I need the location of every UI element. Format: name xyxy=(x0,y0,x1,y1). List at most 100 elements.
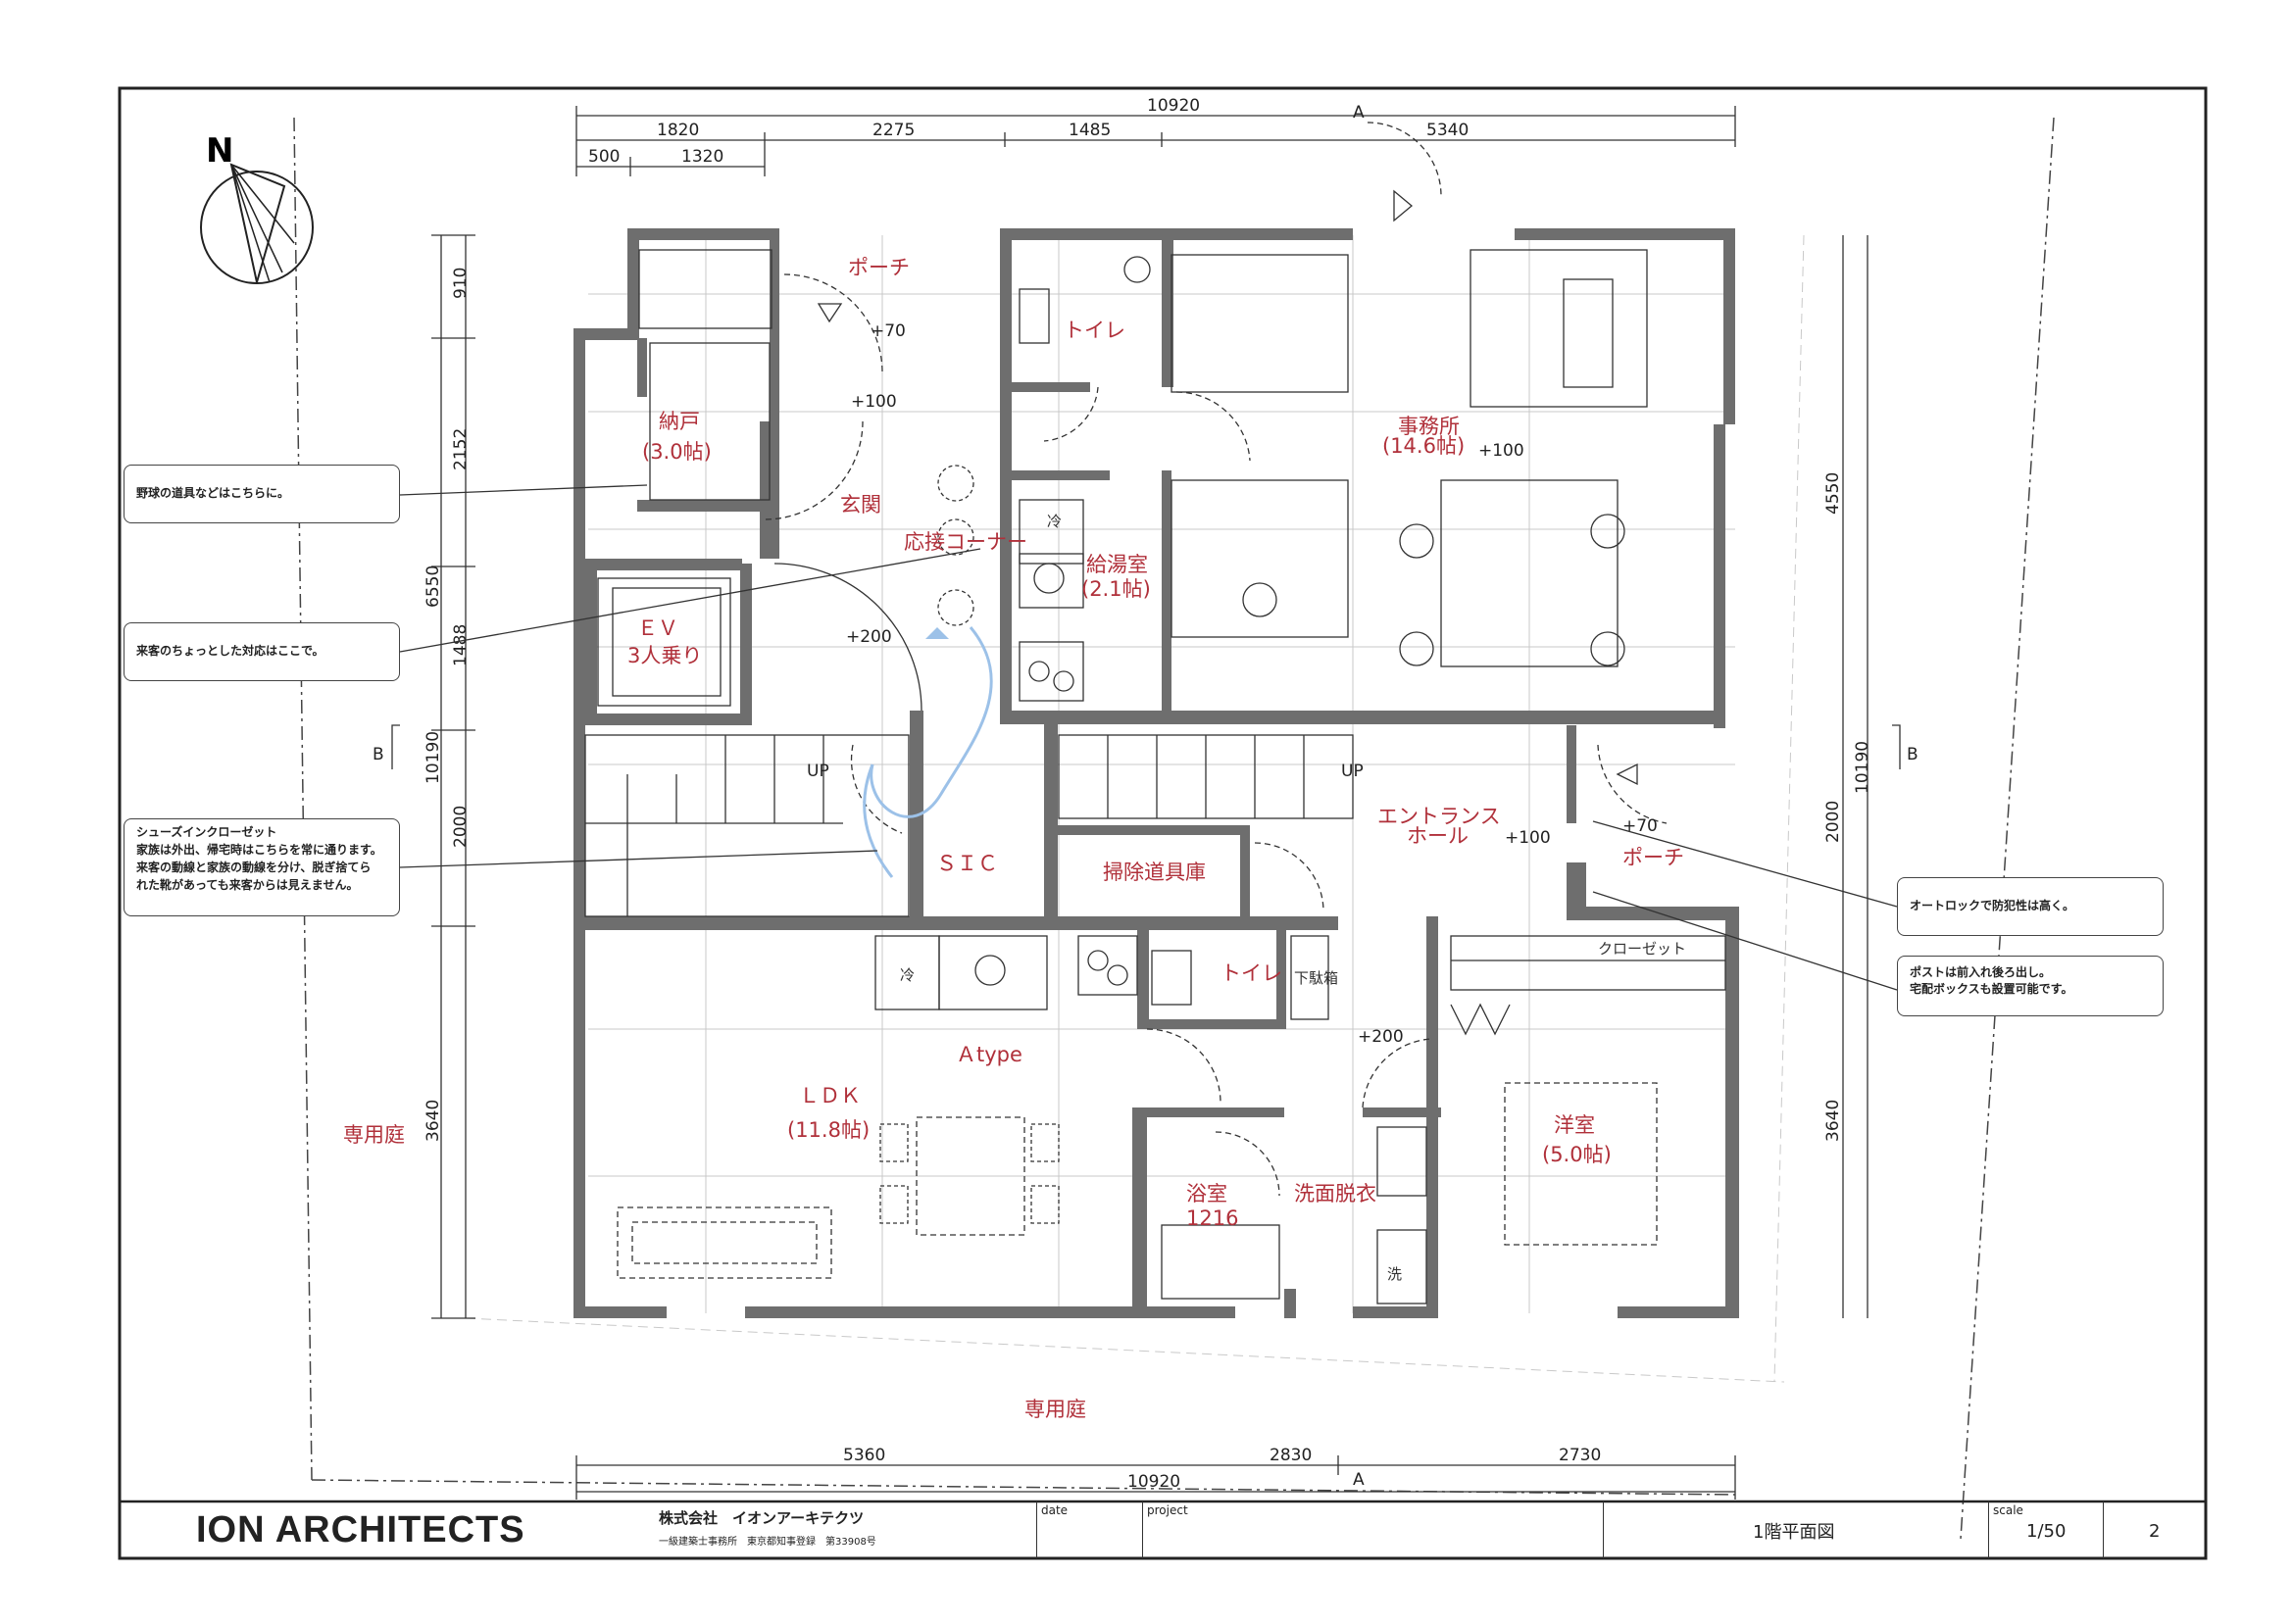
room-entrance-name2: ホール xyxy=(1407,824,1469,848)
room-sic: ＳＩＣ xyxy=(936,852,998,875)
dimension-lines-left xyxy=(431,234,475,1319)
sheet-number: 2 xyxy=(2149,1521,2161,1542)
room-closet: クローゼット xyxy=(1598,940,1686,958)
dim-left-4: 10190 xyxy=(424,731,443,784)
dim-right-1: 4550 xyxy=(1823,472,1843,515)
fridge-bottom-label: 冷 xyxy=(900,966,915,984)
dim-right-2: 10190 xyxy=(1853,741,1872,794)
room-kitchenette-size: (2.1帖) xyxy=(1081,577,1151,601)
site-line-left xyxy=(293,117,313,1481)
note-post-line2: 宅配ボックスも設置可能です。 xyxy=(1910,982,2073,996)
room-ev-size: 3人乗り xyxy=(627,644,702,667)
level-porch-right: +70 xyxy=(1622,816,1658,836)
dim-right-3: 2000 xyxy=(1823,801,1843,843)
level-wash: +200 xyxy=(1358,1027,1404,1047)
date-label: date xyxy=(1041,1503,1069,1517)
section-b-left-marker xyxy=(391,724,400,769)
level-porch-top: +70 xyxy=(871,321,906,341)
dim-bottom-1: 5360 xyxy=(843,1446,885,1465)
door-swings xyxy=(764,122,1668,1197)
dimension-lines-bottom xyxy=(575,1455,1736,1500)
dim-top-2: 2275 xyxy=(872,121,915,140)
site-line-right xyxy=(1960,117,2055,1540)
room-kitchenette-name: 給湯室 xyxy=(1086,553,1148,576)
note-shoes-line3: れた靴があっても来客からは見えません。 xyxy=(136,878,359,892)
sheet-border xyxy=(118,86,2208,1560)
dim-bottom-3: 2730 xyxy=(1559,1446,1601,1465)
note-post-line1: ポストは前入れ後ろ出し。 xyxy=(1910,965,2052,979)
north-label: N xyxy=(206,131,233,171)
dim-top-3: 1485 xyxy=(1069,121,1111,140)
section-a-top: A xyxy=(1353,103,1365,123)
washer-label: 洗 xyxy=(1387,1265,1402,1283)
room-storage-name: 納戸 xyxy=(659,410,700,433)
circulation-arrow xyxy=(870,626,993,818)
note-post: ポストは前入れ後ろ出し。 宅配ボックスも設置可能です。 xyxy=(1897,956,2164,1016)
scale-cell: scale 1/50 xyxy=(1988,1501,2103,1558)
scale-label: scale xyxy=(1993,1503,2023,1517)
note-shoes-title: シューズインクローゼット xyxy=(136,825,277,839)
drawing-title: 1階平面図 xyxy=(1753,1522,1835,1543)
room-ldk-name: ＬＤＫ xyxy=(799,1084,861,1107)
dim-left-1: 910 xyxy=(451,268,471,299)
drawing-title-cell: 1階平面図 xyxy=(1603,1501,1988,1558)
project-cell: project xyxy=(1142,1501,1603,1558)
room-garden-bottom: 専用庭 xyxy=(1024,1398,1086,1421)
dim-top-4: 5340 xyxy=(1426,121,1469,140)
dim-left-5: 2000 xyxy=(451,806,471,848)
dim-bottom-2: 2830 xyxy=(1270,1446,1312,1465)
note-baseball-text: 野球の道具などはこちらに。 xyxy=(136,486,290,500)
room-storage-size: (3.0帖) xyxy=(642,440,712,464)
date-cell: date xyxy=(1036,1501,1142,1558)
room-office-size: (14.6帖) xyxy=(1382,434,1465,458)
room-toilet-top: トイレ xyxy=(1064,319,1125,342)
dimension-lines-right xyxy=(1842,235,1868,1318)
note-guest: 来客のちょっとした対応はここで。 xyxy=(124,622,400,681)
note-autolock: オートロックで防犯性は高く。 xyxy=(1897,877,2164,936)
sheet-number-cell: 2 xyxy=(2103,1501,2206,1558)
site-line-bottom xyxy=(311,1479,1736,1496)
dim-top-6: 1320 xyxy=(681,147,723,167)
section-b-right-marker xyxy=(1892,724,1901,769)
title-block: ION ARCHITECTS 株式会社 イオンアーキテクツ 一級建築士事務所 東… xyxy=(120,1501,2206,1558)
level-hall: +200 xyxy=(846,627,892,647)
room-bath-size: 1216 xyxy=(1186,1206,1238,1230)
section-a-bottom: A xyxy=(1353,1470,1365,1490)
dim-left-2: 2152 xyxy=(451,428,471,470)
dim-left-6: 3640 xyxy=(424,1100,443,1142)
section-b-left: B xyxy=(373,745,384,764)
room-entrance-name: エントランス xyxy=(1377,805,1501,828)
level-office: +100 xyxy=(1478,441,1524,461)
furniture xyxy=(597,249,1726,1304)
room-yoshitsu-size: (5.0帖) xyxy=(1542,1143,1612,1166)
company-name: 株式会社 イオンアーキテクツ xyxy=(659,1509,865,1527)
north-arrow-icon xyxy=(200,163,314,284)
room-reception: 応接コーナー xyxy=(904,530,1027,554)
walls xyxy=(573,228,1739,1318)
level-entry-top: +100 xyxy=(851,392,897,412)
room-washroom: 洗面脱衣 xyxy=(1294,1182,1376,1206)
entry-door-marker-icon xyxy=(817,303,843,323)
callout-leaders xyxy=(399,484,1898,991)
room-garden-left: 専用庭 xyxy=(343,1123,405,1147)
dim-left-total: 6550 xyxy=(424,566,443,608)
project-label: project xyxy=(1147,1503,1188,1517)
stairs-up-left: UP xyxy=(807,762,829,781)
note-baseball: 野球の道具などはこちらに。 xyxy=(124,465,400,523)
note-shoes-closet: シューズインクローゼット 家族は外出、帰宅時はこちらを常に通ります。 来客の動線… xyxy=(124,818,400,916)
dim-bottom-total: 10920 xyxy=(1127,1472,1180,1492)
scale-value: 1/50 xyxy=(2026,1521,2067,1542)
stairs-up-right: UP xyxy=(1341,762,1364,781)
room-office-name: 事務所 xyxy=(1398,415,1460,438)
circulation-arrow-2 xyxy=(863,763,894,878)
dim-top-5: 500 xyxy=(588,147,620,167)
room-bath-name: 浴室 xyxy=(1186,1182,1227,1206)
dim-top-total: 10920 xyxy=(1147,96,1200,116)
logo: ION ARCHITECTS xyxy=(196,1509,525,1550)
company-registration: 一級建築士事務所 東京都知事登録 第33908号 xyxy=(659,1537,876,1548)
dimension-lines-top xyxy=(575,106,1736,176)
note-autolock-text: オートロックで防犯性は高く。 xyxy=(1910,899,2075,912)
room-porch-top: ポーチ xyxy=(848,256,910,279)
